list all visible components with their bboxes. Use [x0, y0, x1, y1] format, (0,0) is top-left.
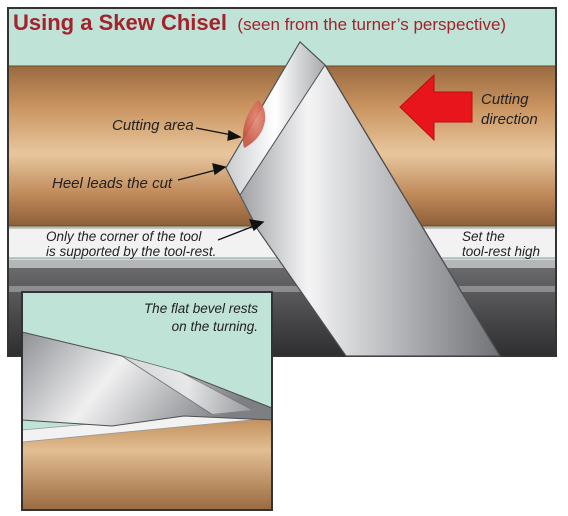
- label-cutting-direction-1: Cutting: [481, 91, 529, 108]
- label-heel-leads: Heel leads the cut: [52, 175, 173, 192]
- cutting-direction-arrow: [399, 73, 473, 142]
- label-cutting-area: Cutting area: [112, 117, 194, 134]
- label-corner-supported-1: Only the corner of the tool: [46, 229, 202, 244]
- cutting-area-highlight: [242, 100, 266, 148]
- inset-label-2: on the turning.: [172, 319, 258, 334]
- label-corner-supported-2: is supported by the tool-rest.: [46, 244, 216, 259]
- leader-arrows: [177, 127, 265, 241]
- label-cutting-direction-2: direction: [481, 111, 538, 128]
- inset-workpiece: [22, 418, 272, 510]
- main-panel: [7, 7, 557, 357]
- inset-label-1: The flat bevel rests: [144, 301, 258, 316]
- skew-chisel: [225, 41, 502, 357]
- label-set-rest-2: tool-rest high: [462, 244, 540, 259]
- page-title: Using a Skew Chisel (seen from the turne…: [13, 10, 506, 35]
- inset-panel: The flat bevel rests on the turning.: [21, 291, 273, 511]
- label-set-rest-1: Set the: [462, 229, 505, 244]
